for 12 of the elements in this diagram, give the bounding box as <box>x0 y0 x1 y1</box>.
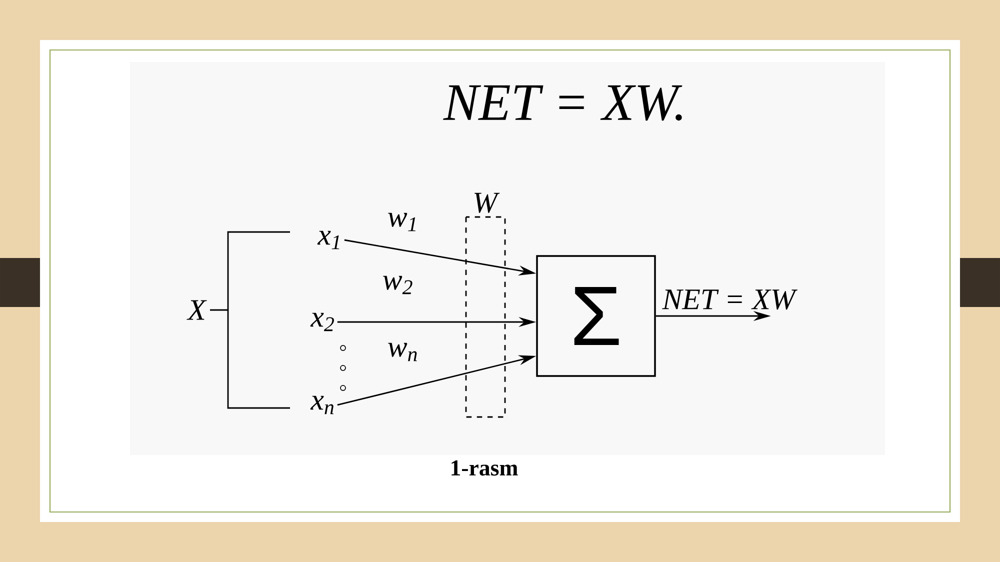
formula-title: NET = XW. <box>443 85 682 121</box>
input-label: X <box>186 300 207 320</box>
edge-label: NET = XW <box>662 290 798 310</box>
input-variable: x$_{1}$ <box>317 230 340 250</box>
summation-box: Σ <box>536 255 656 377</box>
edge-label: w$_{n}$ <box>388 342 417 362</box>
caption: 1-rasm <box>452 460 518 476</box>
weight-label: W <box>474 192 500 213</box>
input-variable: x$_{n}$ <box>310 396 334 414</box>
edge-label: w$_{2}$ <box>383 276 412 294</box>
edge-label: w$_{1}$ <box>388 212 416 232</box>
input-variable: x$_{2}$ <box>310 312 334 332</box>
